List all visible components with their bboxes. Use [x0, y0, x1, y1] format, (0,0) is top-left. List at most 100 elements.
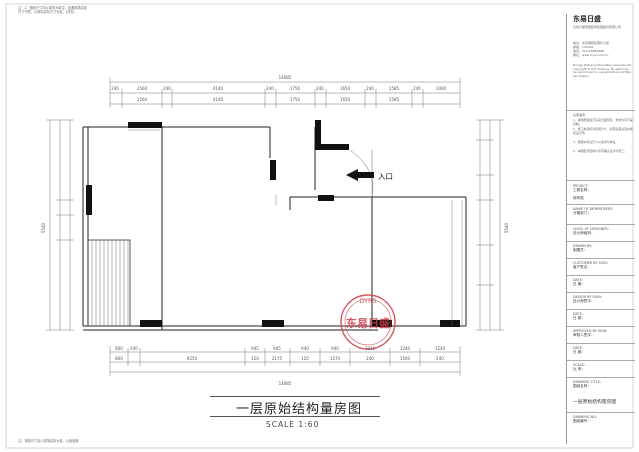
divider — [567, 412, 635, 413]
bottom-note: 注：本图尺寸请以现场实际为准，以免误差 — [18, 439, 79, 443]
stair-hatch — [87, 239, 131, 327]
drawing-name: 一层原始结构量房图 — [573, 400, 617, 405]
left-dimension-lines — [46, 119, 74, 331]
divider — [567, 343, 635, 344]
field-label: DRAWN BY: — [573, 244, 592, 248]
company-stamp: DYRS 东易日盛 — [340, 294, 396, 350]
top-note-line: 注：1、图纸尺寸均以毫米为单位；如遇现场实际 — [18, 6, 87, 10]
field-value: 工程名称： — [573, 188, 591, 192]
project-name: 徐梓苑 — [573, 196, 584, 200]
dim-label: 1560 — [137, 97, 148, 102]
notes-line: 4、本图纸须经客户签字确认后方可施工。 — [573, 149, 627, 153]
dim-label: 120 — [301, 356, 309, 361]
dim-label: 945 — [251, 346, 259, 351]
field-label: DRAWING TITLE: — [573, 380, 601, 384]
dim-label: 9250 — [187, 356, 198, 361]
dim-label: 240 — [163, 86, 171, 91]
field-label: PROJECT: — [573, 184, 589, 188]
top-dimension-lines — [109, 78, 461, 108]
address-line: 网址：www.dyrs.com.cn — [573, 53, 609, 57]
entrance-arrow-icon — [358, 172, 374, 178]
divider — [567, 180, 635, 181]
field-label: CUSTOMER BY SIGN: — [573, 261, 608, 265]
dim-label: 940 — [301, 346, 309, 351]
dim-label: 1240 — [400, 346, 411, 351]
address-line: 地址：北京朝阳区朝外大街 — [573, 41, 610, 45]
dim-label: 1750 — [290, 86, 301, 91]
divider — [567, 224, 635, 225]
dim-label: 1650 — [340, 97, 351, 102]
copyright-text: Dongyi Risheng Decoration reserves the c… — [573, 63, 632, 78]
top-note: 注：1、图纸尺寸均以毫米为单位；如遇现场实际 尺寸不符，以现场实际尺寸为准。(详… — [18, 6, 87, 14]
notes-heading: 注意事项： — [573, 113, 589, 117]
field-label: DATE: — [573, 312, 583, 316]
divider — [567, 204, 635, 205]
dim-label: 800 — [115, 356, 123, 361]
dim-label: 240 — [366, 86, 374, 91]
dim-label: 2175 — [272, 356, 283, 361]
notes-line: 2、施工前请核对现场尺寸，如有误差请及时通知设计师。 — [573, 127, 633, 135]
field-value: 设计师级别： — [573, 231, 595, 235]
title-rule — [210, 396, 380, 397]
divider — [567, 360, 635, 361]
dim-label: 240 — [130, 346, 138, 351]
title-rule — [210, 416, 380, 417]
dim-label: 1585 — [389, 97, 400, 102]
divider — [567, 326, 635, 327]
dim-label: 240 — [111, 86, 119, 91]
divider — [567, 309, 635, 310]
field-value: 设计师签字： — [573, 299, 595, 303]
dim-label: 1000 — [436, 86, 447, 91]
dim-label: 240 — [436, 356, 444, 361]
divider — [567, 275, 635, 276]
divider — [567, 377, 635, 378]
field-value: 制图员： — [573, 248, 588, 252]
address-line: 邮编：100020 — [573, 45, 594, 49]
field-value: 分管部门： — [573, 211, 591, 215]
dim-label: 945 — [273, 346, 281, 351]
field-label: DESIGN BY SIGN: — [573, 295, 602, 299]
field-label: DRAWING NO: — [573, 415, 597, 419]
notes-line: 3、图纸中标注尺寸以毫米为单位。 — [573, 140, 619, 144]
divider — [567, 292, 635, 293]
field-value: 日 期： — [573, 282, 585, 286]
field-label: APPROVED BY SIGN: — [573, 329, 608, 333]
dim-label: 120 — [251, 356, 259, 361]
bottom-total-dim: 14085 — [279, 381, 292, 386]
scale-label: SCALE 1:60 — [266, 420, 320, 429]
top-total-dim: 14085 — [279, 75, 292, 80]
right-dimension-lines — [476, 119, 504, 331]
dim-label: 1240 — [435, 346, 446, 351]
dim-label: 1650 — [340, 86, 351, 91]
dim-label: 1500 — [400, 356, 411, 361]
field-value: 比 例： — [573, 367, 585, 371]
dim-label: 240 — [316, 86, 324, 91]
dim-label: 800 — [115, 346, 123, 351]
divider — [567, 110, 635, 111]
stamp-ring-text: DYRS — [359, 297, 376, 305]
divider — [567, 241, 635, 242]
field-label: NAME OF DEPARTMENT: — [573, 207, 614, 211]
dim-label: 1570 — [330, 356, 341, 361]
field-value: 图纸名称： — [573, 384, 591, 388]
bottom-dimension-lines — [109, 346, 461, 376]
dim-label: 240 — [366, 356, 374, 361]
field-value: 客户签名： — [573, 265, 591, 269]
field-value: 日 期： — [573, 316, 585, 320]
field-value: 审核人签字： — [573, 333, 595, 337]
field-label: DATE: — [573, 278, 583, 282]
entrance-arrow-icon — [346, 169, 358, 181]
field-label: LEVEL OF DESIGNER: — [573, 227, 609, 231]
address-line: 电话：010-65883688 — [573, 49, 605, 53]
entrance-label: 入口 — [378, 172, 393, 181]
left-total-dim: 5540 — [41, 222, 46, 233]
stamp-text: 东易日盛 — [346, 316, 390, 330]
dim-label: 4140 — [213, 86, 224, 91]
company-logo: 东易日盛 — [573, 15, 601, 23]
right-total-dim: 5540 — [504, 222, 509, 233]
notes-line: 1、本图纸版权归东易日盛所有，未经许可不得复制。 — [573, 118, 633, 126]
dim-label: 240 — [266, 86, 274, 91]
dim-label: 240 — [413, 86, 421, 91]
